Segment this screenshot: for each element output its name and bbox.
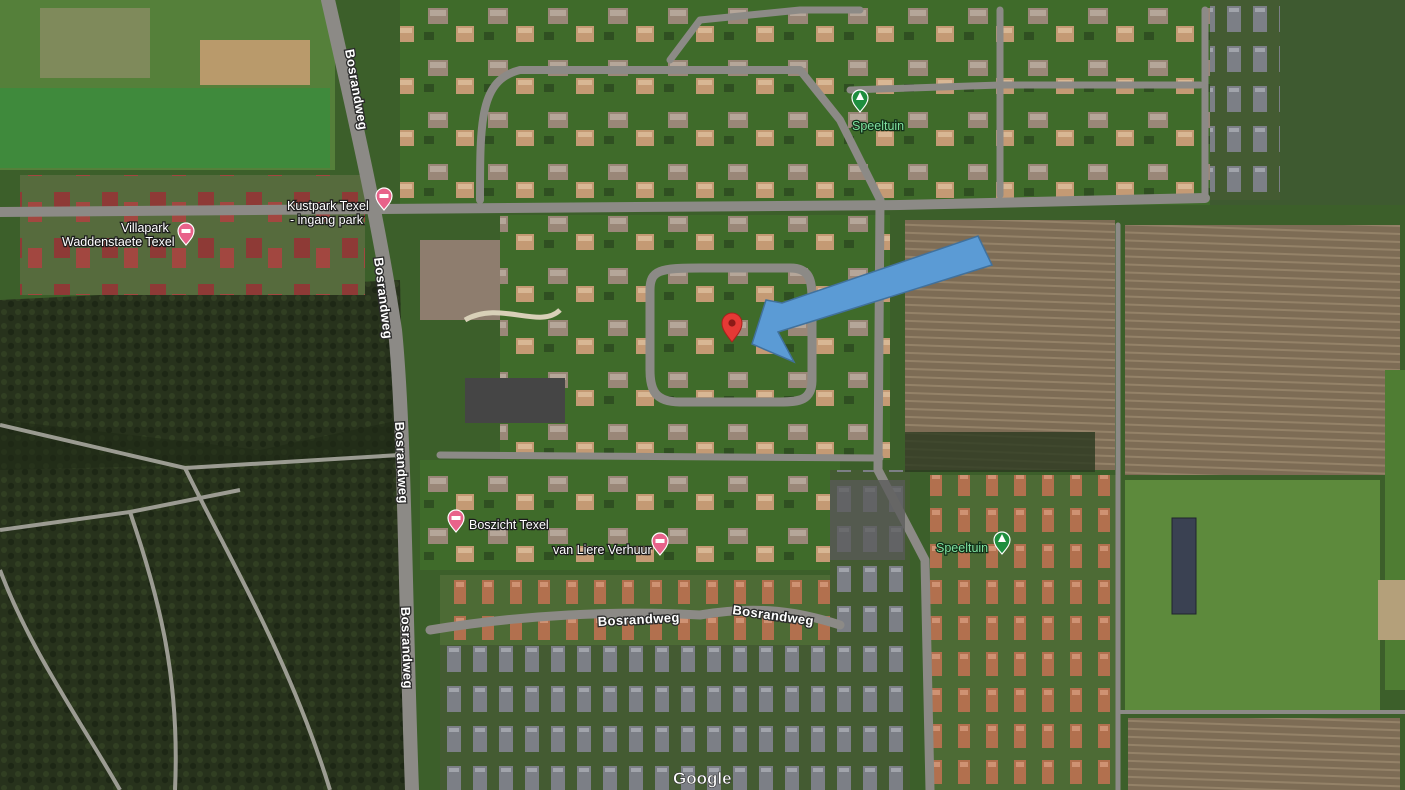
field-plowed-3 (1128, 718, 1400, 790)
road-loop-middle (645, 263, 817, 407)
road-north-2 (666, 6, 864, 64)
poi-kustpark-label-1: Kustpark Texel (287, 199, 369, 213)
road-south-2 (436, 451, 884, 462)
road-bosrandweg-main (321, 0, 419, 790)
solar-panels (1171, 517, 1197, 615)
cabins-northeast (1210, 0, 1280, 200)
residential-south (420, 460, 840, 570)
park-speeltuin-south-label: Speeltuin (936, 541, 988, 555)
park-speeltuin-south[interactable]: Speeltuin (935, 531, 1011, 556)
forest-dark-strip (0, 420, 400, 470)
residential-middle (500, 215, 890, 460)
field-green-strip (1385, 370, 1405, 690)
forest-west (0, 280, 410, 790)
bike-track (463, 308, 562, 323)
google-attribution: Google (673, 769, 732, 788)
road-east-west (0, 193, 1210, 217)
road-label-bosrandweg-4: Bosrandweg (398, 607, 416, 689)
hotel-bed-icon (375, 187, 393, 211)
road-north-loop (476, 66, 884, 204)
cabins-south (440, 645, 840, 790)
poi-kustpark-label-2: - ingang park (290, 213, 364, 227)
poi-kustpark-texel[interactable]: Kustpark Texel - ingang park (286, 187, 393, 228)
poi-villapark[interactable]: Villapark Waddenstaete Texel (61, 220, 195, 250)
nw-sand-field (200, 40, 310, 85)
field-green-1 (1125, 480, 1380, 710)
poi-boszicht-label: Boszicht Texel (469, 518, 549, 532)
parking-lot (830, 480, 905, 560)
poi-boszicht-texel[interactable]: Boszicht Texel (447, 509, 550, 533)
road-south (425, 605, 845, 635)
tree-icon (851, 89, 869, 113)
road-label-bosrandweg-5: Bosrandweg (597, 610, 680, 629)
hotel-bed-icon (177, 222, 195, 246)
arrow-annotation (751, 235, 994, 364)
forest-paths (0, 423, 401, 790)
field-sand-strip (1378, 580, 1405, 640)
poi-villapark-label-2: Waddenstaete Texel (62, 235, 175, 249)
nw-green-field (0, 88, 330, 168)
map-pin-icon[interactable] (721, 312, 743, 343)
tree-icon (993, 531, 1011, 555)
hedge-strip (905, 432, 1095, 472)
school-building (465, 378, 565, 423)
poi-villapark-label-1: Villapark (121, 221, 169, 235)
chalets-east (930, 475, 1120, 790)
nw-yard (40, 8, 150, 78)
poi-van-liere-label: van Liere Verhuur (553, 543, 652, 557)
sports-court (420, 240, 500, 320)
park-speeltuin-north-label: Speeltuin (852, 119, 904, 133)
hotel-bed-icon (447, 509, 465, 533)
field-plowed-2 (1125, 225, 1400, 475)
hotel-bed-icon (651, 532, 669, 556)
poi-van-liere-verhuur[interactable]: van Liere Verhuur (552, 532, 669, 558)
park-speeltuin-north[interactable]: Speeltuin (851, 89, 905, 134)
road-label-bosrandweg-3: Bosrandweg (392, 421, 411, 504)
residential-north (400, 0, 1220, 205)
